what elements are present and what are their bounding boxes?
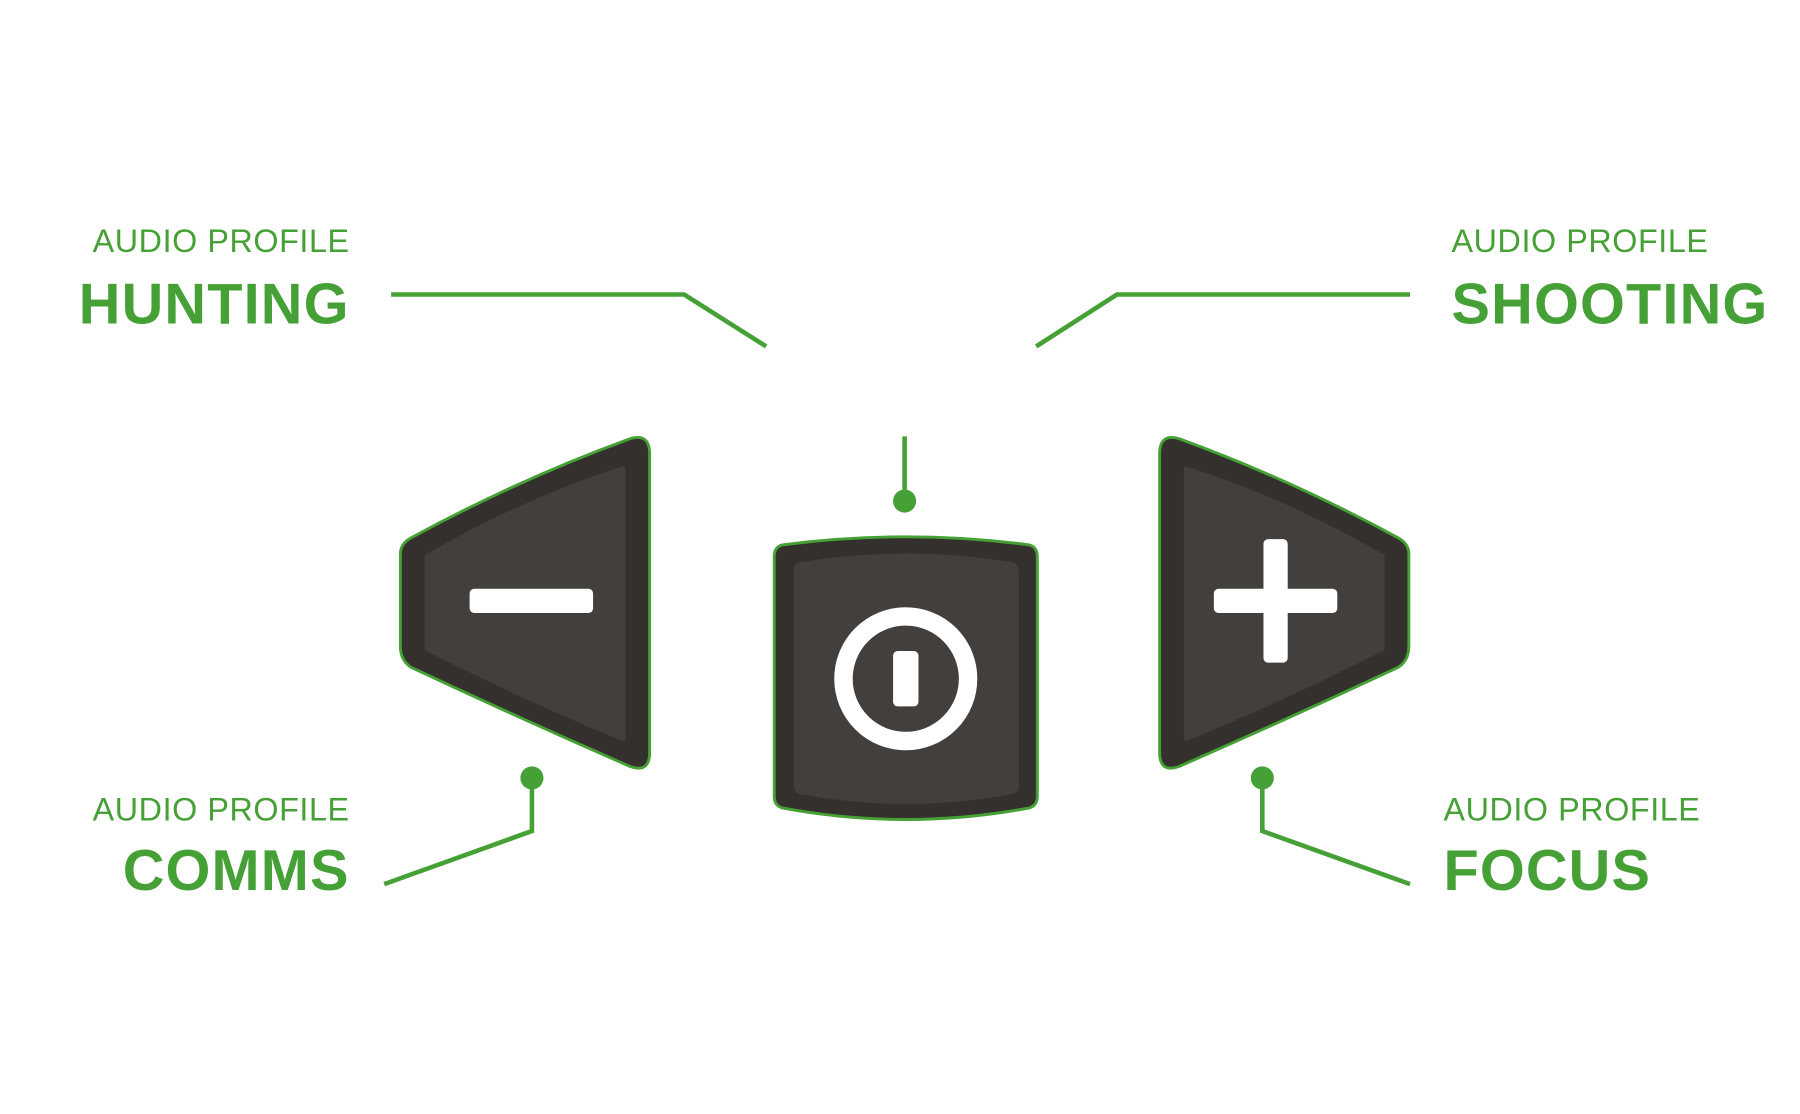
label-comms: AUDIO PROFILE COMMS (93, 792, 350, 903)
label-focus-title: FOCUS (1443, 839, 1651, 903)
label-focus-sub: AUDIO PROFILE (1443, 792, 1700, 828)
label-shooting-title: SHOOTING (1452, 272, 1769, 336)
leader-line-focus (1260, 777, 1411, 887)
label-hunting-title: HUNTING (79, 272, 350, 336)
power-button[interactable] (772, 535, 1039, 821)
leader-dot-power (893, 489, 917, 513)
label-focus: AUDIO PROFILE FOCUS (1443, 792, 1700, 903)
label-comms-title: COMMS (123, 839, 350, 903)
label-shooting-sub: AUDIO PROFILE (1452, 223, 1709, 259)
label-comms-sub: AUDIO PROFILE (93, 792, 350, 828)
label-hunting: AUDIO PROFILE HUNTING (79, 223, 350, 337)
minus-icon (469, 588, 594, 613)
plus-icon (1213, 539, 1338, 663)
minus-button[interactable] (398, 436, 652, 770)
power-icon (834, 607, 978, 751)
leader-dot-focus (1250, 766, 1274, 790)
label-shooting: AUDIO PROFILE SHOOTING (1452, 223, 1769, 337)
leader-line-hunting (391, 292, 768, 349)
leader-line-comms (383, 777, 535, 887)
leader-line-shooting (1034, 292, 1410, 349)
leader-dot-comms (520, 766, 544, 790)
label-hunting-sub: AUDIO PROFILE (93, 223, 350, 259)
plus-button[interactable] (1158, 436, 1411, 770)
